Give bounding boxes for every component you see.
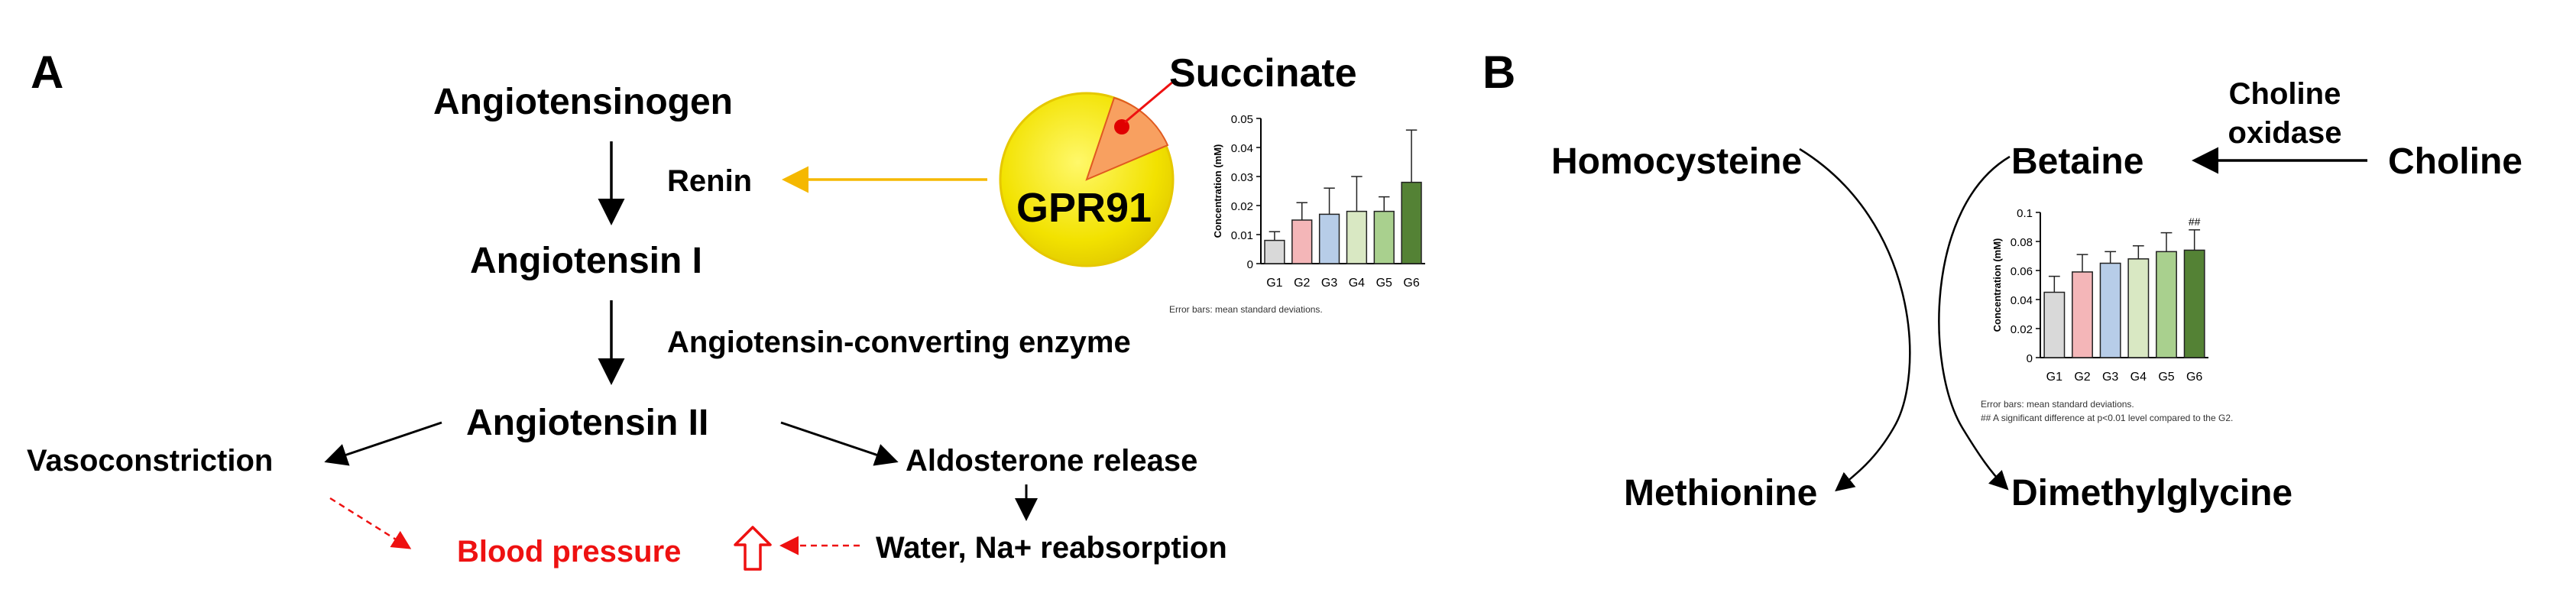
- y-tick-label: 0.04: [2011, 294, 2033, 307]
- bar: [2043, 291, 2066, 358]
- y-tick-label: 0.1: [2017, 207, 2033, 220]
- x-tick-label: G3: [1321, 277, 1337, 290]
- node-blood-pressure: Blood pressure: [457, 535, 682, 569]
- node-homocysteine: Homocysteine: [1551, 141, 1803, 182]
- curve-homocysteine-to-methionine: [1799, 147, 1911, 492]
- y-axis-label: Concentration (mM): [1212, 144, 1223, 238]
- bar: [2127, 258, 2150, 358]
- x-tick-label: G4: [1349, 277, 1365, 290]
- bar: [2156, 251, 2177, 358]
- x-tick-label: G5: [2158, 371, 2174, 384]
- arrow-to-aldosterone: [780, 421, 899, 466]
- x-tick-label: G1: [2046, 371, 2062, 384]
- node-ace: Angiotensin-converting enzyme: [667, 326, 1131, 359]
- y-tick-label: 0.05: [1231, 113, 1253, 126]
- y-tick-label: 0.08: [2011, 236, 2033, 249]
- x-tick-label: G6: [1403, 277, 1419, 290]
- bar: [2099, 262, 2121, 358]
- label-succinate: Succinate: [1169, 51, 1357, 96]
- x-tick-label: G2: [2074, 371, 2090, 384]
- node-angiotensin-i: Angiotensin I: [470, 241, 702, 281]
- chart2-note: Error bars: mean standard deviations.: [1981, 399, 2134, 410]
- y-tick-label: 0.02: [1231, 200, 1253, 213]
- node-vasoconstriction: Vasoconstriction: [27, 444, 274, 478]
- x-tick-label: G3: [2102, 371, 2118, 384]
- y-tick-label: 0.04: [1231, 142, 1253, 155]
- y-tick-label: 0: [2027, 352, 2033, 365]
- succinate-binding-wedge: [1085, 96, 1169, 181]
- node-water-na-reabsorption: Water, Na+ reabsorption: [876, 531, 1227, 565]
- dashed-arrow-vasoconstriction-to-bp: [329, 497, 412, 549]
- bar: [1318, 213, 1340, 264]
- y-tick-label: 0.03: [1231, 171, 1253, 184]
- label-gpr91: GPR91: [1016, 185, 1152, 231]
- node-aldosterone-release: Aldosterone release: [906, 444, 1198, 478]
- y-tick-label: 0: [1247, 258, 1253, 271]
- label-choline-oxidase: Choline oxidase: [2228, 77, 2342, 151]
- node-angiotensin-ii: Angiotensin II: [466, 403, 709, 443]
- curve-betaine-to-dimethylglycine: [1938, 155, 2011, 491]
- bar: [2072, 271, 2093, 358]
- succinate-pointer-line: [1124, 80, 1174, 124]
- bar: [1264, 239, 1285, 264]
- y-tick-label: 0.06: [2011, 265, 2033, 278]
- x-tick-label: G5: [1376, 277, 1392, 290]
- node-methionine: Methionine: [1624, 473, 1818, 513]
- panel-b-label: B: [1482, 47, 1516, 98]
- node-renin: Renin: [667, 164, 753, 198]
- y-tick-label: 0.02: [2011, 323, 2033, 336]
- node-dimethylglycine: Dimethylglycine: [2011, 473, 2293, 513]
- significance-marker: ##: [2189, 215, 2201, 228]
- node-angiotensinogen: Angiotensinogen: [433, 82, 733, 122]
- bar: [1401, 181, 1422, 264]
- y-axis-label: Concentration (mM): [1991, 238, 2003, 332]
- panel-a-label: A: [31, 47, 64, 98]
- bar: [1346, 210, 1368, 264]
- bar: [1291, 219, 1313, 264]
- bar: [1373, 210, 1395, 264]
- node-choline: Choline: [2388, 141, 2523, 182]
- y-tick-label: 0.01: [1231, 229, 1253, 242]
- up-arrow-icon: [734, 526, 772, 571]
- arrow-to-vasoconstriction: [324, 421, 442, 466]
- node-betaine: Betaine: [2011, 141, 2144, 182]
- x-tick-label: G4: [2130, 371, 2147, 384]
- x-tick-label: G1: [1266, 277, 1282, 290]
- chart2-note-2: ## A significant difference at p<0.01 le…: [1981, 413, 2234, 423]
- chart1-note: Error bars: mean standard deviations.: [1169, 304, 1323, 315]
- x-tick-label: G6: [2186, 371, 2202, 384]
- bar: [2183, 249, 2205, 358]
- x-tick-label: G2: [1294, 277, 1310, 290]
